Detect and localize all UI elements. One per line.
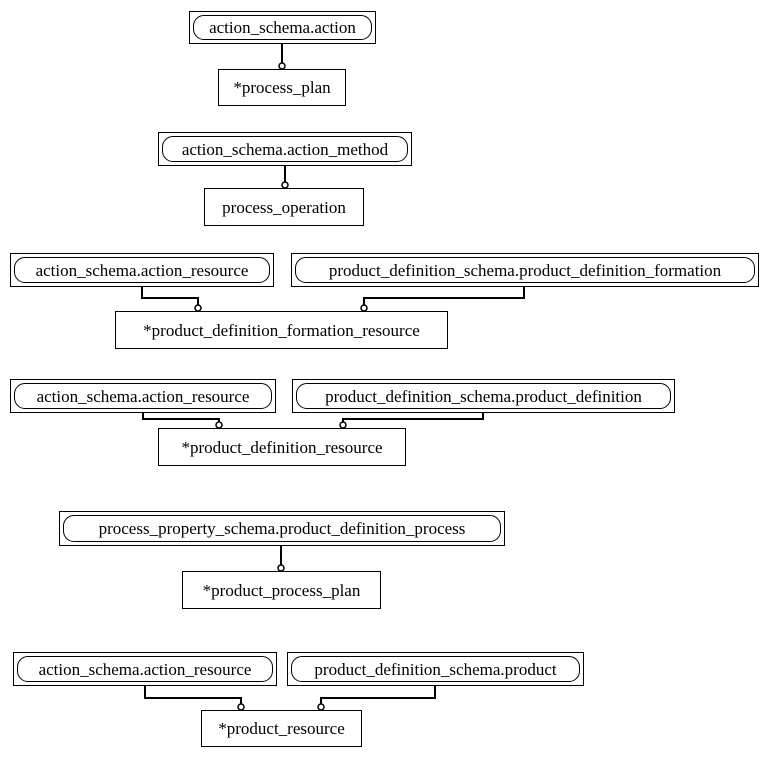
schema-reference-label: product_definition_schema.product <box>314 659 557 679</box>
relationship-end-circle <box>215 421 223 429</box>
schema-reference-label: product_definition_schema.product_defini… <box>328 260 722 280</box>
schema-reference-box: product_definition_schema.product_defini… <box>292 379 675 413</box>
entity-box: *product_definition_formation_resource <box>115 311 448 349</box>
relationship-end-circle <box>237 703 245 711</box>
schema-reference-label: action_schema.action_method <box>181 139 389 159</box>
relationship-end-circle <box>277 564 285 572</box>
entity-label: *process_plan <box>233 78 331 97</box>
supertype-line <box>320 686 436 705</box>
schema-reference-label: action_schema.action <box>209 18 356 37</box>
relationship-end-circle <box>317 703 325 711</box>
schema-reference-box: action_schema.action_resource <box>10 379 276 413</box>
schema-reference-box: product_definition_schema.product_defini… <box>291 253 759 287</box>
supertype-line <box>342 413 484 423</box>
relationship-end-circle <box>278 62 286 70</box>
entity-box: *product_definition_resource <box>158 428 406 466</box>
supertype-line <box>363 287 525 306</box>
supertype-line <box>142 413 220 423</box>
entity-label: process_operation <box>222 197 346 217</box>
schema-reference-box: action_schema.action_method <box>158 132 412 166</box>
schema-reference-label: action_schema.action_resource <box>35 260 249 280</box>
schema-reference-box: process_property_schema.product_definiti… <box>59 511 505 546</box>
schema-reference-label: action_schema.action_resource <box>36 386 250 406</box>
schema-reference-label: action_schema.action_resource <box>38 659 252 679</box>
relationship-end-circle <box>194 304 202 312</box>
relationship-end-circle <box>339 421 347 429</box>
entity-label: *product_resource <box>218 719 345 738</box>
relationship-end-circle <box>281 181 289 189</box>
schema-reference-label: product_definition_schema.product_defini… <box>325 386 642 406</box>
schema-reference-box: action_schema.action_resource <box>10 253 274 287</box>
schema-reference-box: product_definition_schema.product <box>287 652 584 686</box>
entity-label: *product_process_plan <box>202 580 361 600</box>
entity-box: *product_process_plan <box>182 571 381 609</box>
entity-box: *process_plan <box>218 69 346 106</box>
schema-reference-box: action_schema.action_resource <box>13 652 277 686</box>
relationship-end-circle <box>360 304 368 312</box>
entity-label: *product_definition_formation_resource <box>143 320 420 340</box>
entity-box: *product_resource <box>201 710 362 747</box>
schema-reference-box: action_schema.action <box>189 11 376 44</box>
supertype-line <box>141 287 199 306</box>
schema-reference-label: process_property_schema.product_definiti… <box>98 519 466 538</box>
entity-label: *product_definition_resource <box>181 437 383 457</box>
entity-box: process_operation <box>204 188 364 226</box>
supertype-line <box>144 686 242 705</box>
